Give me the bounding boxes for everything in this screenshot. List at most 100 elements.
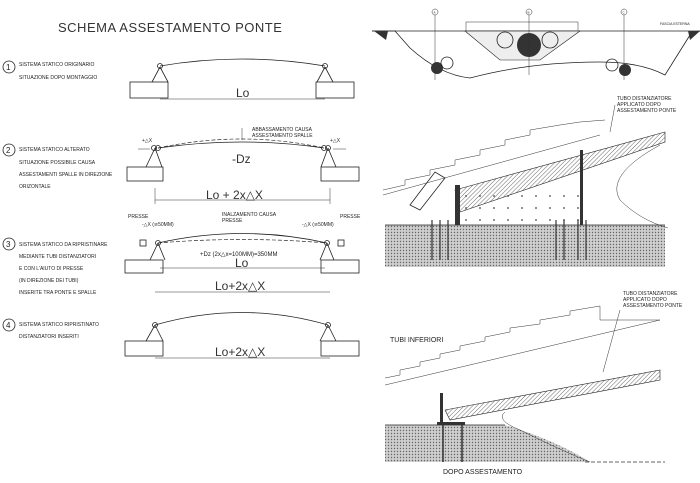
note: ASSESTAMENTO SPALLE: [252, 133, 313, 139]
bridge-arch: [159, 58, 326, 67]
span-label: Lo: [236, 86, 250, 100]
brace: [409, 171, 446, 211]
step-number-circle: [2, 318, 16, 332]
step-text: SISTEMA STATICO DA RIPRISTINARE: [19, 242, 108, 248]
callout-leader: [602, 309, 621, 373]
step-text: SISTEMA STATICO ALTERATO: [19, 147, 90, 153]
abutment-right: [315, 81, 355, 99]
detail-caption: DOPO ASSESTAMENTO: [443, 469, 523, 476]
callout-text: ASSESTAMENTO PONTE: [623, 303, 683, 309]
note: ABBASSAMENTO CAUSA: [252, 127, 313, 133]
abutment-left: [124, 340, 164, 357]
anchor-bolts: [431, 220, 587, 260]
curved-pipe: [616, 144, 669, 229]
step-number-circle: [2, 143, 16, 157]
base-plate: [437, 422, 465, 425]
page-title: SCHEMA ASSESTAMENTO PONTE: [58, 20, 282, 35]
supports: [149, 242, 335, 261]
step-3: 3 SISTEMA STATICO DA RIPRISTINARE MEDIAN…: [2, 212, 361, 296]
lower-tubes: [444, 369, 661, 421]
slope-line: [384, 319, 661, 386]
delta-label: +△X: [330, 138, 341, 144]
stairs: [384, 305, 660, 379]
axis-label: C: [623, 11, 626, 15]
stairs: [382, 119, 606, 191]
tube: [431, 62, 443, 74]
bearing: [325, 145, 331, 151]
step-number: 4: [6, 321, 11, 330]
abutment-left: [129, 81, 169, 99]
abutment-left: [124, 259, 164, 274]
bridge-arch: [154, 312, 329, 326]
side-label: FASCIA ESTERNA: [660, 22, 690, 26]
step-2: 2 SISTEMA STATICO ALTERATO SITUAZIONE PO…: [2, 127, 360, 204]
step-text: ASSESTAMENTI SPALLE IN DIREZIONE: [19, 172, 113, 178]
original-arch: [157, 138, 325, 149]
step-text: (IN DIREZIONE DEI TUBI): [19, 278, 79, 284]
tube: [605, 58, 619, 72]
bearing: [322, 63, 328, 69]
delta-label: -△X (≅50MM): [142, 222, 174, 228]
supports: [145, 147, 337, 168]
step-number: 1: [6, 63, 11, 72]
callout-text: APPLICATO DOPO: [617, 102, 661, 108]
abutment-right: [320, 259, 360, 274]
callout-text: ASSESTAMENTO PONTE: [617, 108, 677, 114]
jack-icon: [337, 239, 345, 247]
supports: [151, 66, 334, 83]
column: [580, 150, 583, 225]
bearing: [325, 322, 331, 328]
soil: [385, 425, 590, 462]
span-label: Lo + 2x△X: [206, 188, 263, 202]
bridge-cross-section: A B C FASCIA ESTERNA: [372, 8, 700, 80]
span-label: Lo+2x△X: [215, 345, 265, 359]
note: INALZAMENTO CAUSA: [222, 212, 277, 218]
step-text: SITUAZIONE DOPO MONTAGGIO: [19, 75, 97, 81]
tube: [440, 56, 454, 70]
inner-span-label: Lo: [235, 256, 249, 270]
step-1: 1 SISTEMA STATICO ORIGINARIO SITUAZIONE …: [2, 58, 355, 100]
column: [455, 185, 460, 225]
callout-text: TUBO DISTANZIATORE: [623, 291, 678, 297]
jack-icon: [139, 239, 147, 247]
axis-label: B: [528, 11, 530, 15]
step-text: DISTANZIATORI INSERITI: [19, 334, 79, 340]
step-text: SISTEMA STATICO RIPRISTINATO: [19, 322, 99, 328]
bearing: [151, 145, 157, 151]
tube: [619, 64, 631, 76]
callout-leader: [609, 104, 616, 133]
bearing: [152, 322, 158, 328]
column: [440, 393, 443, 425]
bearing: [157, 63, 163, 69]
slope-line: [382, 134, 601, 196]
tube: [496, 31, 514, 49]
tube: [541, 31, 559, 49]
step-text: SITUAZIONE POSSIBILE CAUSA: [19, 160, 96, 166]
step-number-circle: [2, 237, 16, 251]
abutment-right: [320, 340, 360, 357]
step-text: INSERITE TRA PONTE E SPALLE: [19, 290, 97, 296]
note: PRESSE: [222, 218, 243, 224]
callout-text: APPLICATO DOPO: [623, 297, 667, 303]
presse-label: PRESSE: [128, 214, 149, 220]
settled-arch: [157, 239, 328, 244]
bearing: [324, 240, 330, 246]
abutment-detail-top: TUBO DISTANZIATORE APPLICATO DOPO ASSEST…: [382, 96, 677, 267]
bridge-arch: [157, 141, 325, 149]
step-4: 4 SISTEMA STATICO RIPRISTINATO DISTANZIA…: [2, 312, 360, 359]
step-text: ORIZONTALE: [19, 184, 51, 190]
axis-bubble: [525, 8, 533, 16]
lift-label: +Dz (2x△x=100MM)=350MM: [200, 252, 277, 258]
deck-slab: [465, 21, 579, 32]
step-text: SISTEMA STATICO ORIGINARIO: [19, 62, 94, 68]
axis-label: A: [434, 11, 436, 15]
supports: [145, 324, 337, 342]
span-label: Lo+2x△X: [215, 279, 265, 293]
step-number: 3: [6, 240, 11, 249]
soil: [385, 225, 665, 267]
bridge-arch: [157, 233, 328, 244]
step-number-circle: [2, 60, 16, 74]
detail-heading: TUBI INFERIORI: [390, 337, 443, 344]
step-text: E CON L'AIUTO DI PRESSE: [19, 266, 84, 272]
